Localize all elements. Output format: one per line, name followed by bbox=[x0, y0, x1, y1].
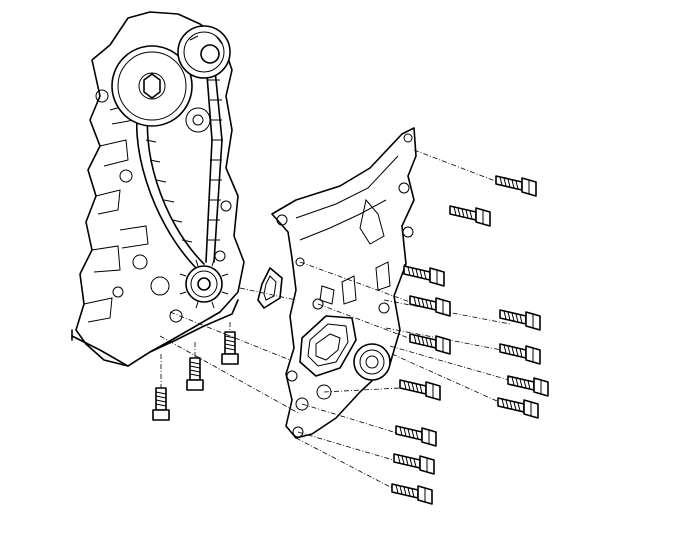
bolt-4 bbox=[409, 295, 451, 317]
camshaft-sprocket bbox=[111, 25, 231, 127]
case-bolts-right bbox=[391, 175, 549, 505]
bolt-3 bbox=[403, 265, 445, 287]
bolt-1 bbox=[495, 175, 537, 197]
timing-chain-case bbox=[271, 127, 417, 439]
bolt-9 bbox=[399, 379, 441, 401]
case-gasket bbox=[257, 267, 283, 309]
bolt-8 bbox=[507, 375, 549, 397]
bolt-6 bbox=[409, 333, 451, 355]
bolt-7 bbox=[499, 343, 541, 365]
block-bolt-1 bbox=[221, 322, 239, 365]
bolt-2 bbox=[449, 205, 491, 227]
bolt-13 bbox=[391, 483, 433, 505]
bolt-5 bbox=[499, 309, 541, 331]
bolt-12 bbox=[393, 453, 435, 475]
bolt-10 bbox=[497, 397, 539, 419]
block-bolt-3 bbox=[152, 354, 170, 421]
bolt-11 bbox=[395, 425, 437, 447]
crankshaft-oil-seal bbox=[353, 343, 391, 381]
crankshaft-sprocket bbox=[179, 259, 229, 309]
block-bottom-bolts bbox=[152, 322, 239, 421]
block-bolt-2 bbox=[186, 342, 204, 391]
